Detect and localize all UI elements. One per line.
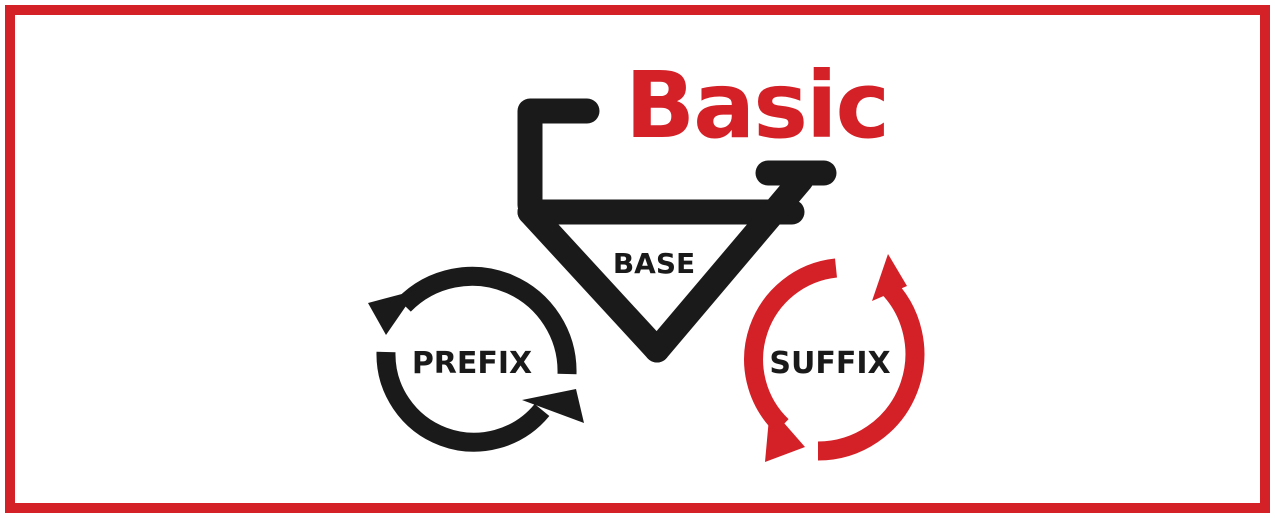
suffix-arrow-left (744, 258, 838, 433)
prefix-arrowhead-top (368, 290, 417, 335)
suffix-arrowhead-right (872, 254, 907, 301)
border-frame (5, 5, 1270, 513)
diagram-title: Basic (625, 52, 888, 159)
suffix-label: SUFFIX (769, 346, 890, 381)
suffix-arrowhead-left (765, 407, 805, 462)
prefix-arrow-top (397, 266, 577, 375)
handlebar-stem (517, 98, 600, 218)
prefix-label: PREFIX (412, 346, 532, 381)
cycle-arrows-icon (744, 254, 925, 462)
bicycle-frame-icon (517, 98, 837, 363)
prefix-arrowhead-bottom (522, 389, 584, 423)
base-label: BASE (613, 247, 695, 280)
suffix-wheel: SUFFIX (744, 254, 925, 462)
cycle-arrows-icon (368, 266, 584, 452)
suffix-arrow-right (817, 276, 925, 461)
frame-seat-tube (644, 167, 814, 363)
prefix-arrow-bottom (376, 351, 550, 452)
prefix-wheel: PREFIX (368, 266, 584, 452)
frame-down-tube (517, 199, 670, 363)
